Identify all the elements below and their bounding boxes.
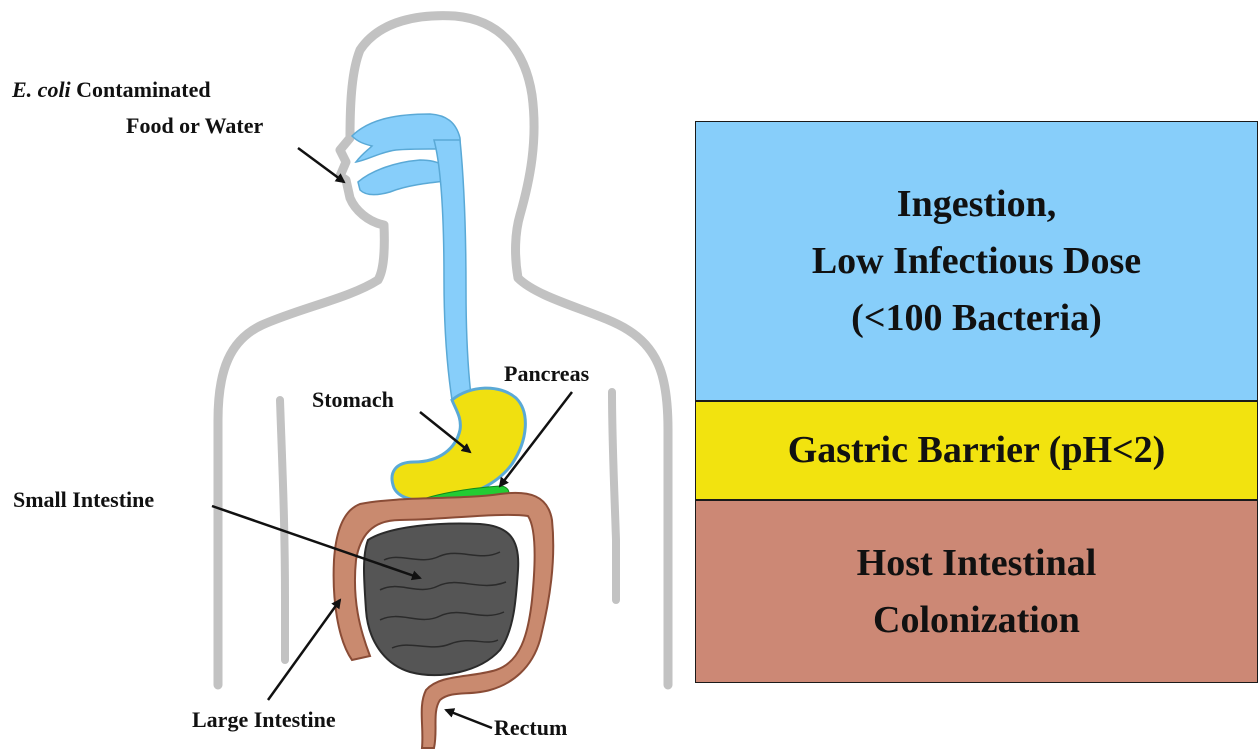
pancreas-label: Pancreas <box>504 360 589 388</box>
esophagus <box>434 140 474 420</box>
source-label-line2: Food or Water <box>126 112 263 140</box>
large-intestine-arrow <box>268 600 340 700</box>
stage-ingestion: Ingestion, Low Infectious Dose (<100 Bac… <box>696 122 1257 400</box>
large-intestine-label: Large Intestine <box>192 706 336 734</box>
small-intestine-label: Small Intestine <box>13 486 154 514</box>
stage-ingestion-line-2: Low Infectious Dose <box>812 233 1141 290</box>
stomach-label: Stomach <box>312 386 394 414</box>
stage-colonization: Host Intestinal Colonization <box>696 501 1257 682</box>
stage-colonization-line-2: Colonization <box>857 592 1097 649</box>
stage-ingestion-line-1: Ingestion, <box>812 176 1141 233</box>
right-arm-inner-line <box>612 392 616 600</box>
small-intestine-organ <box>364 524 518 676</box>
infection-stages-panel: Ingestion, Low Infectious Dose (<100 Bac… <box>695 121 1258 683</box>
stage-gastric-line-1: Gastric Barrier (pH<2) <box>788 422 1166 479</box>
rectum-arrow <box>446 710 492 728</box>
stage-colonization-line-1: Host Intestinal <box>857 535 1097 592</box>
stage-ingestion-line-3: (<100 Bacteria) <box>812 290 1141 347</box>
contaminated-text: Contaminated <box>76 77 210 102</box>
ecoli-text: E. coli <box>12 77 71 102</box>
stage-gastric-barrier: Gastric Barrier (pH<2) <box>696 400 1257 501</box>
rectum-label: Rectum <box>494 714 567 742</box>
source-label: E. coli Contaminated <box>12 76 211 104</box>
